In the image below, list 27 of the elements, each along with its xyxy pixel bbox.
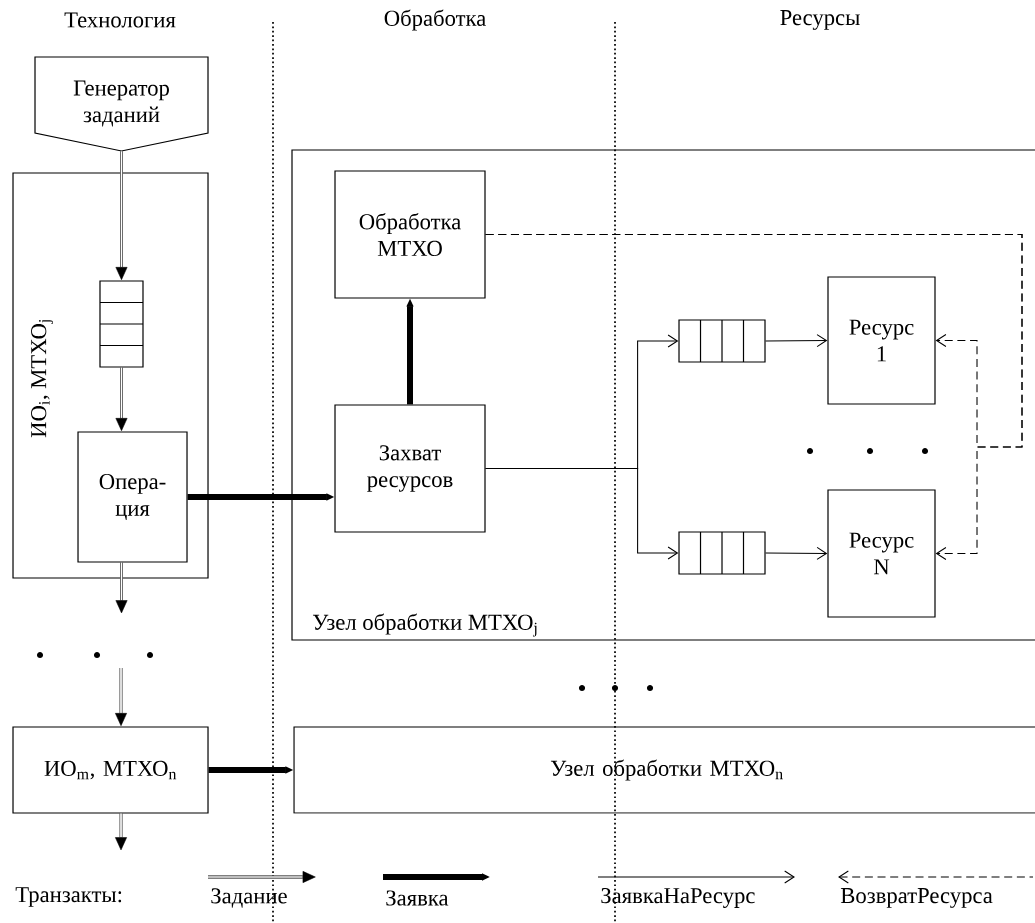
process-box: Узел обработки МТХО$_{n}$: [293, 726, 1035, 814]
legend-label: ЗаявкаНаРесурс: [601, 888, 755, 908]
process-box: ИО$_{m}$, МТХО$_{n}$: [12, 726, 209, 814]
column-heading: Технология: [64, 12, 176, 28]
arrow: [765, 334, 828, 348]
legend-label: Задание: [211, 888, 287, 908]
process-box: Опера- ция: [77, 431, 188, 563]
arrow: [765, 546, 828, 560]
legend-label: Заявка: [386, 890, 449, 906]
column-heading: Ресурсы: [780, 10, 860, 30]
arrow: [485, 233, 1023, 561]
arrow: [115, 812, 127, 851]
queue-symbol: [678, 531, 766, 575]
arrow: [485, 467, 679, 560]
queue-symbol: [99, 280, 144, 368]
legend-label: ВозвратРесурса: [840, 888, 993, 908]
arrow: [115, 561, 128, 614]
process-box: Захват ресурсов: [334, 404, 486, 533]
process-box: Ресурс 1: [827, 276, 936, 405]
legend-title: Транзакты:: [15, 887, 122, 907]
process-box: Обработка МТХО: [334, 170, 486, 299]
arrow: [115, 667, 127, 726]
process-box: Ресурс N: [827, 489, 936, 618]
queue-symbol: [678, 319, 766, 363]
arrow: [115, 150, 128, 280]
arrow: [115, 366, 128, 431]
column-heading: Обработка: [384, 9, 486, 31]
